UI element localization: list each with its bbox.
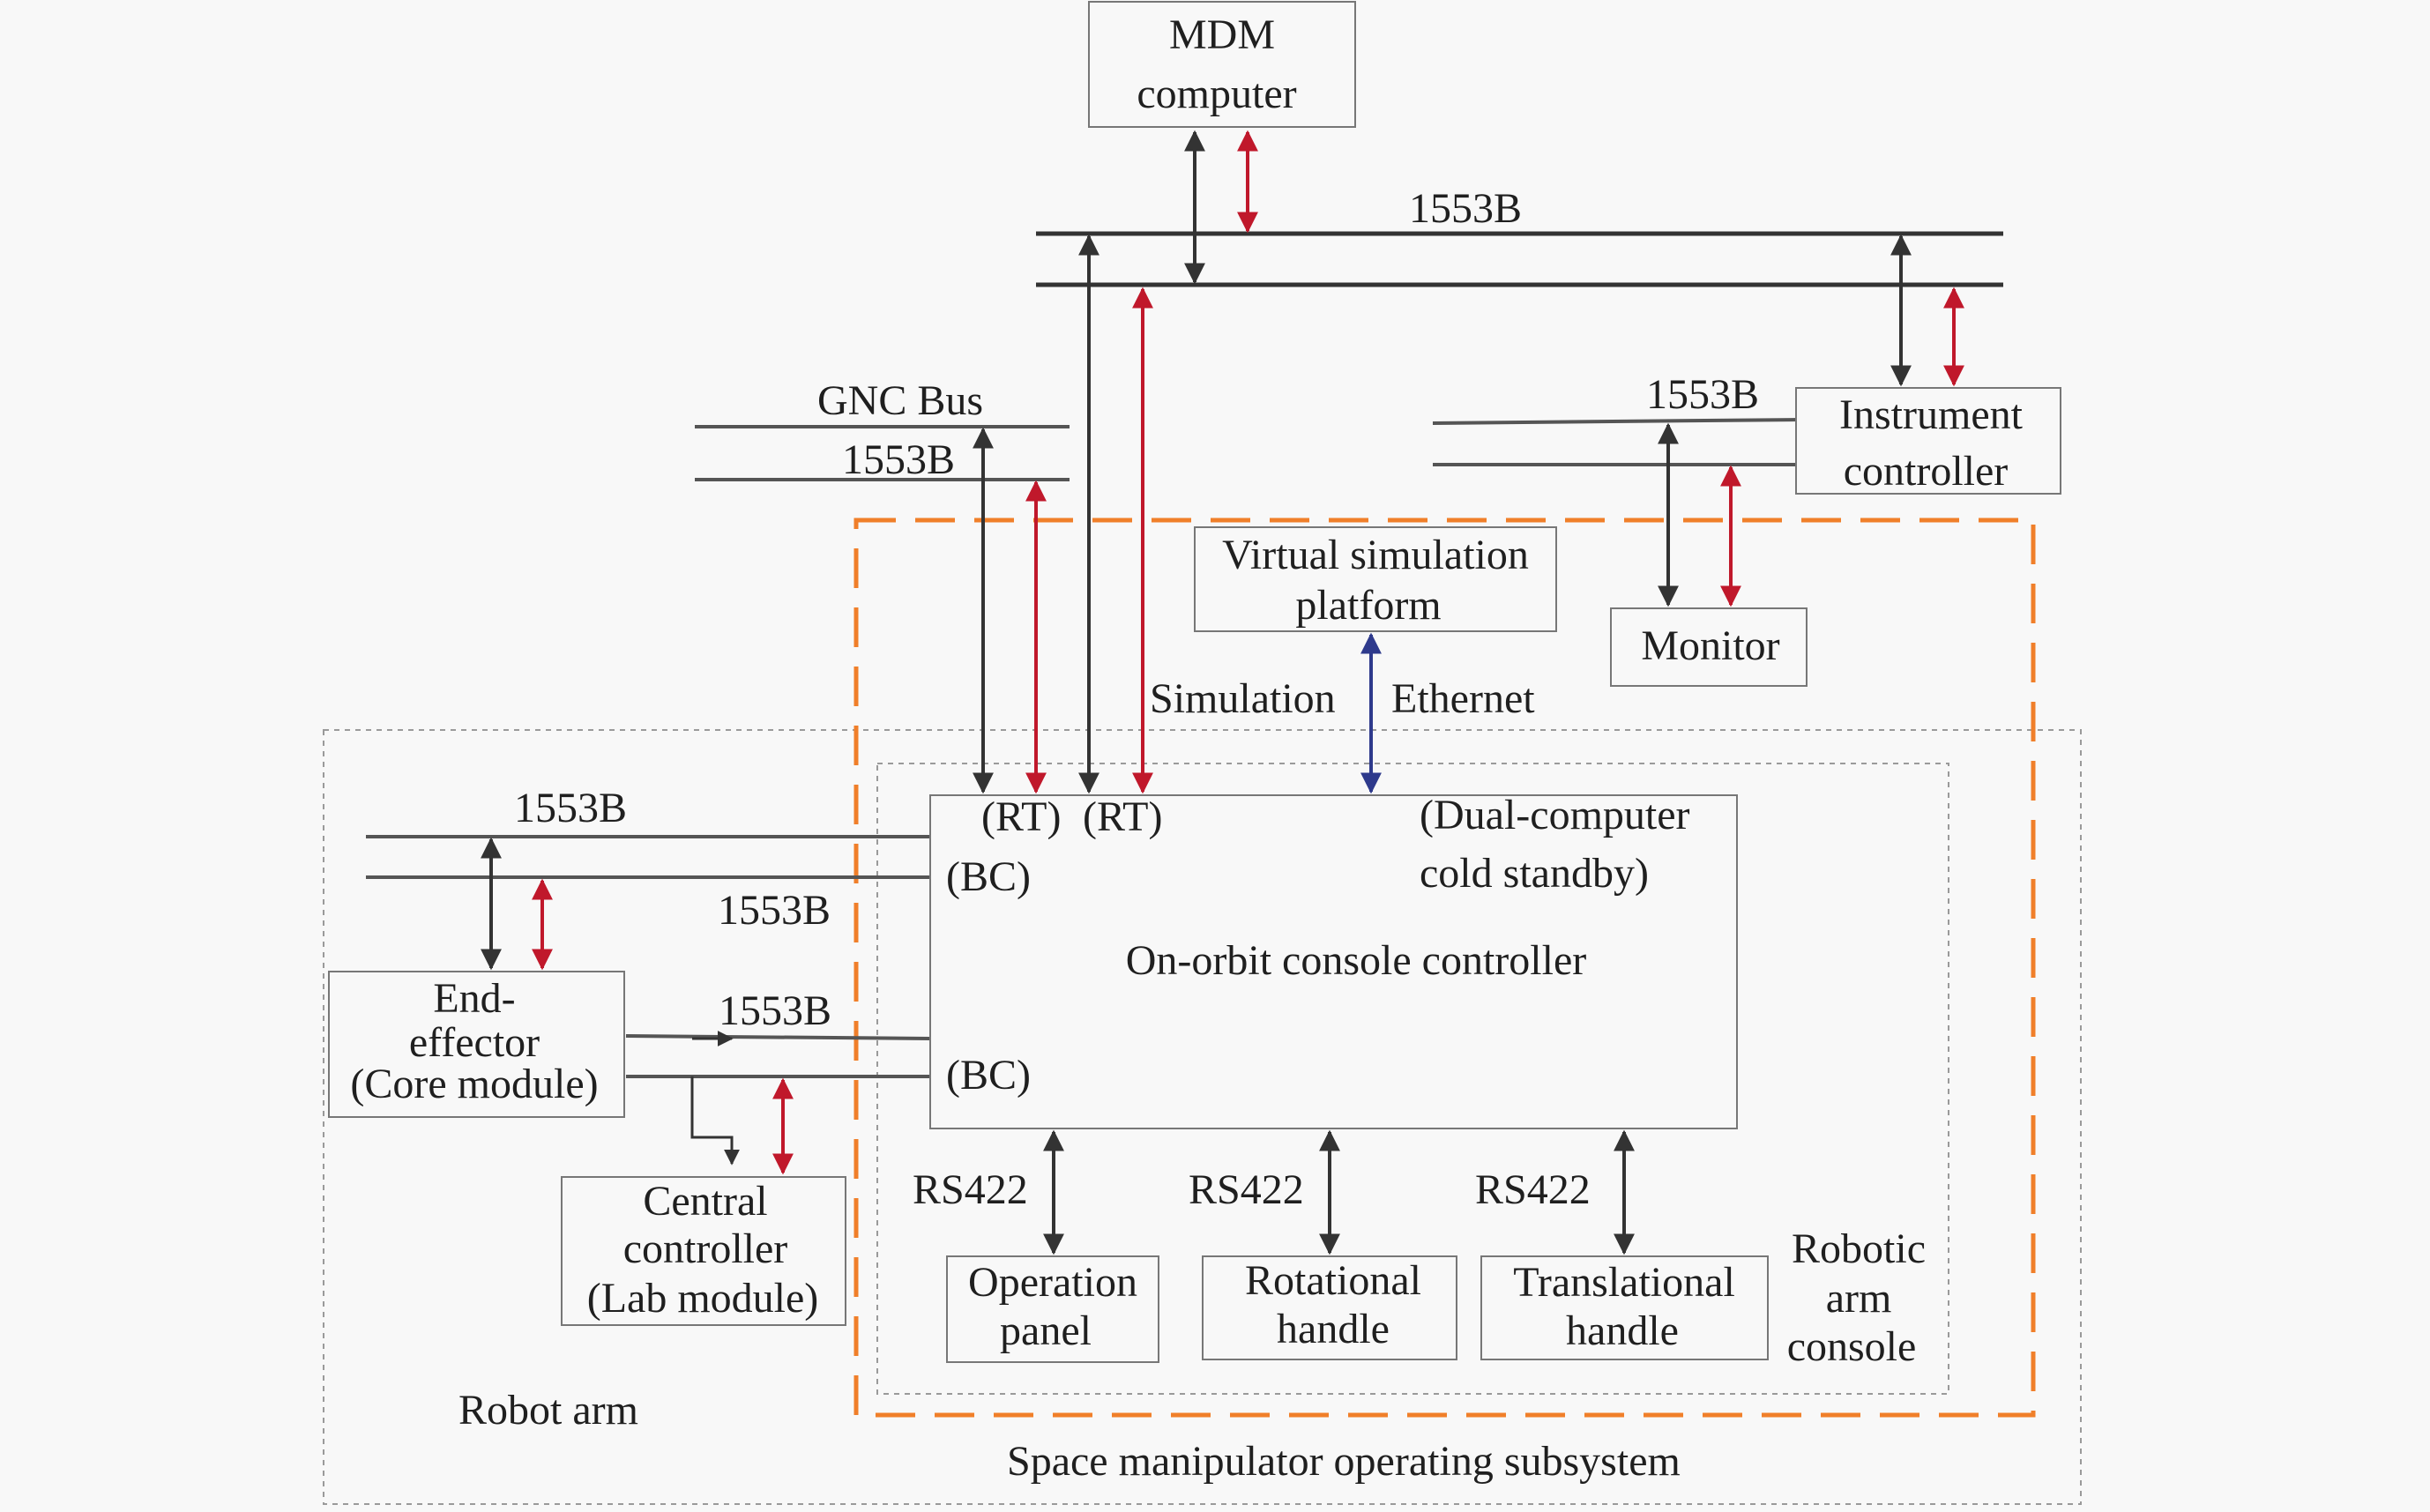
end-effector-line2: effector	[409, 1019, 540, 1066]
central-controller-box	[561, 1176, 846, 1326]
central-line2: controller	[623, 1225, 788, 1272]
translational-line1: Translational	[1513, 1259, 1735, 1306]
virtual-simulation-box	[1194, 526, 1557, 632]
rotational-handle-box	[1202, 1255, 1457, 1360]
virtual-subtitle: platform	[1295, 582, 1441, 629]
monitor-label: Monitor	[1641, 622, 1779, 669]
ee-bus-line-1	[625, 1034, 931, 1040]
ee-to-central-connector	[690, 1076, 740, 1166]
gnc-bus-label: GNC Bus	[817, 377, 983, 424]
rs422-label-c: RS422	[1475, 1166, 1591, 1213]
simulation-label: Simulation	[1150, 675, 1336, 722]
central-line1: Central	[643, 1178, 767, 1225]
end-effector-line3: (Core module)	[350, 1061, 598, 1107]
console-rt1: (RT)	[981, 793, 1061, 840]
ethernet-label: Ethernet	[1391, 675, 1535, 722]
left-bottom-1553b-label: 1553B	[718, 887, 831, 934]
rs422-label-a: RS422	[913, 1166, 1028, 1213]
console-rt2: (RT)	[1083, 793, 1162, 840]
console-bc1: (BC)	[946, 853, 1031, 900]
robot-arm-region	[323, 729, 2082, 1505]
translational-line2: handle	[1566, 1307, 1679, 1354]
robot-arm-label: Robot arm	[458, 1387, 638, 1434]
instrument-controller-box	[1795, 387, 2061, 495]
mdm-subtitle: computer	[1137, 71, 1296, 117]
console-title: On-orbit console controller	[1126, 937, 1587, 984]
central-line3: (Lab module)	[587, 1275, 819, 1322]
virtual-title: Virtual simulation	[1222, 532, 1529, 578]
console-controller-box	[929, 794, 1738, 1129]
mdm-computer-box	[1088, 1, 1356, 128]
console-standby2: cold standby)	[1420, 850, 1649, 897]
rs422-label-b: RS422	[1189, 1166, 1304, 1213]
mdm-title: MDM	[1169, 11, 1275, 58]
end-effector-box	[328, 971, 625, 1118]
console-standby1: (Dual-computer	[1420, 792, 1690, 838]
instrument-title: Instrument	[1839, 391, 2024, 438]
robotic-arm-console-region	[876, 763, 1949, 1395]
translational-handle-box	[1480, 1255, 1769, 1360]
subsystem-label: Space manipulator operating subsystem	[1007, 1438, 1681, 1485]
rotational-line1: Rotational	[1245, 1257, 1421, 1304]
left-top-1553b-label: 1553B	[514, 785, 627, 831]
robotic-arm-console-line3: console	[1787, 1323, 1917, 1370]
right-1553b-label: 1553B	[1646, 371, 1759, 418]
robotic-arm-console-line1: Robotic	[1792, 1225, 1926, 1272]
rotational-line2: handle	[1277, 1306, 1390, 1352]
operation-line2: panel	[1000, 1307, 1092, 1354]
robotic-arm-console-line2: arm	[1826, 1275, 1892, 1322]
end-effector-line1: End-	[433, 975, 515, 1022]
ee-1553b-label: 1553B	[719, 987, 831, 1034]
top-bus-label: 1553B	[1409, 185, 1522, 232]
instrument-subtitle: controller	[1844, 448, 2009, 495]
subsystem-region	[853, 518, 2036, 1418]
console-bc2: (BC)	[946, 1052, 1031, 1099]
right-bus-line-1	[1432, 418, 1800, 425]
operation-line1: Operation	[968, 1259, 1137, 1306]
operation-panel-box	[946, 1255, 1159, 1363]
monitor-box	[1610, 607, 1808, 687]
gnc-1553b-label: 1553B	[842, 436, 955, 483]
